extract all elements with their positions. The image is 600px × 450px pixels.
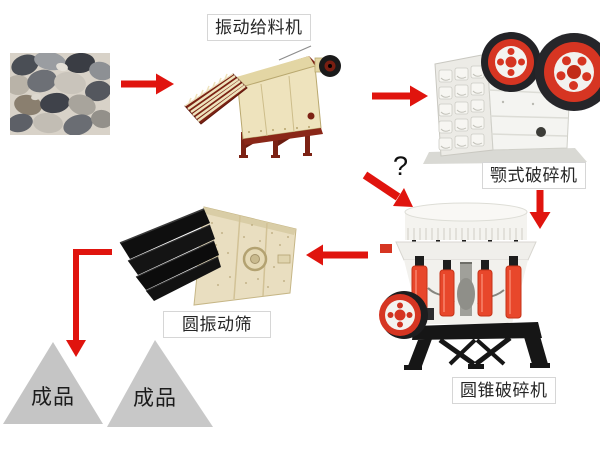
jaw-crusher-illustration xyxy=(423,28,600,170)
product-pile-right xyxy=(107,340,213,427)
feeder-label: 振动给料机 xyxy=(207,14,311,41)
finished-product-piles xyxy=(0,336,220,435)
raw-material-stones-photo xyxy=(6,51,113,140)
cone-crusher-label: 圆锥破碎机 xyxy=(452,377,556,404)
cone-crusher-illustration xyxy=(378,198,556,375)
arrow-feeder-to-jaw xyxy=(372,85,428,107)
vibrating-feeder-illustration xyxy=(183,44,349,163)
arrow-cone-to-screen xyxy=(306,244,368,266)
product-label-left: 成品 xyxy=(31,386,75,409)
question-mark: ? xyxy=(393,151,409,181)
product-pile-left xyxy=(3,342,103,424)
jaw-crusher-label: 颚式破碎机 xyxy=(482,162,586,189)
screen-label: 圆振动筛 xyxy=(163,311,271,338)
product-label-right: 成品 xyxy=(133,387,177,410)
vibrating-screen-illustration xyxy=(118,193,300,314)
arrow-raw-to-feeder xyxy=(121,73,174,95)
